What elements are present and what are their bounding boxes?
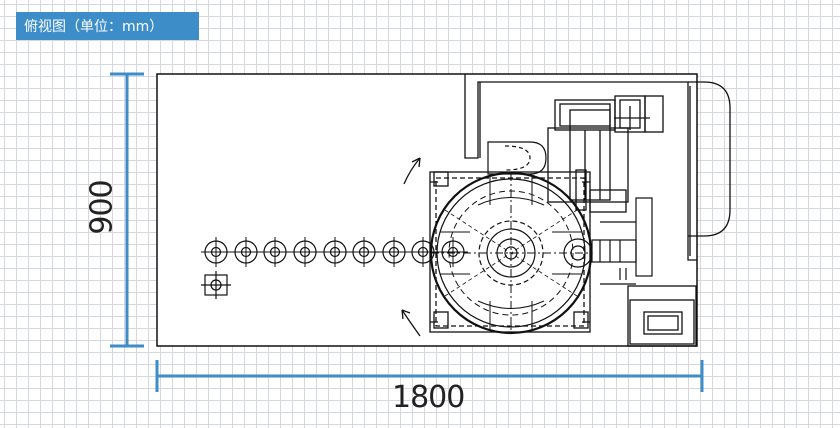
tank-cylinder — [487, 141, 547, 175]
width-dimension-line — [155, 360, 704, 392]
side-gear-feeder — [563, 197, 653, 285]
height-dimension-line — [110, 72, 144, 348]
width-dimension-label: 1800 — [392, 380, 465, 415]
bottle-centerline — [260, 237, 290, 267]
rotation-arrow-lower — [401, 309, 421, 337]
bottle-centerline — [201, 237, 231, 267]
bottle-centerline — [349, 237, 379, 267]
bottle-centerline — [290, 237, 320, 267]
view-title-badge: 俯视图（单位：mm） — [16, 12, 199, 40]
bottle-centerline — [320, 237, 350, 267]
right-frame — [464, 74, 731, 261]
machine-base-outline — [156, 73, 698, 347]
control-cabinet — [627, 285, 697, 347]
bottle-centerline — [231, 237, 261, 267]
bottle-centerline — [438, 237, 468, 267]
bottle-conveyor — [201, 237, 468, 267]
rotary-table — [429, 171, 593, 335]
height-dimension-label: 900 — [84, 180, 120, 235]
small-fitting — [201, 271, 231, 299]
bottle-centerline — [408, 237, 438, 267]
rotation-arrow-upper — [403, 157, 421, 185]
bottle-centerline — [379, 237, 409, 267]
view-title: 俯视图（单位：mm） — [24, 19, 164, 35]
